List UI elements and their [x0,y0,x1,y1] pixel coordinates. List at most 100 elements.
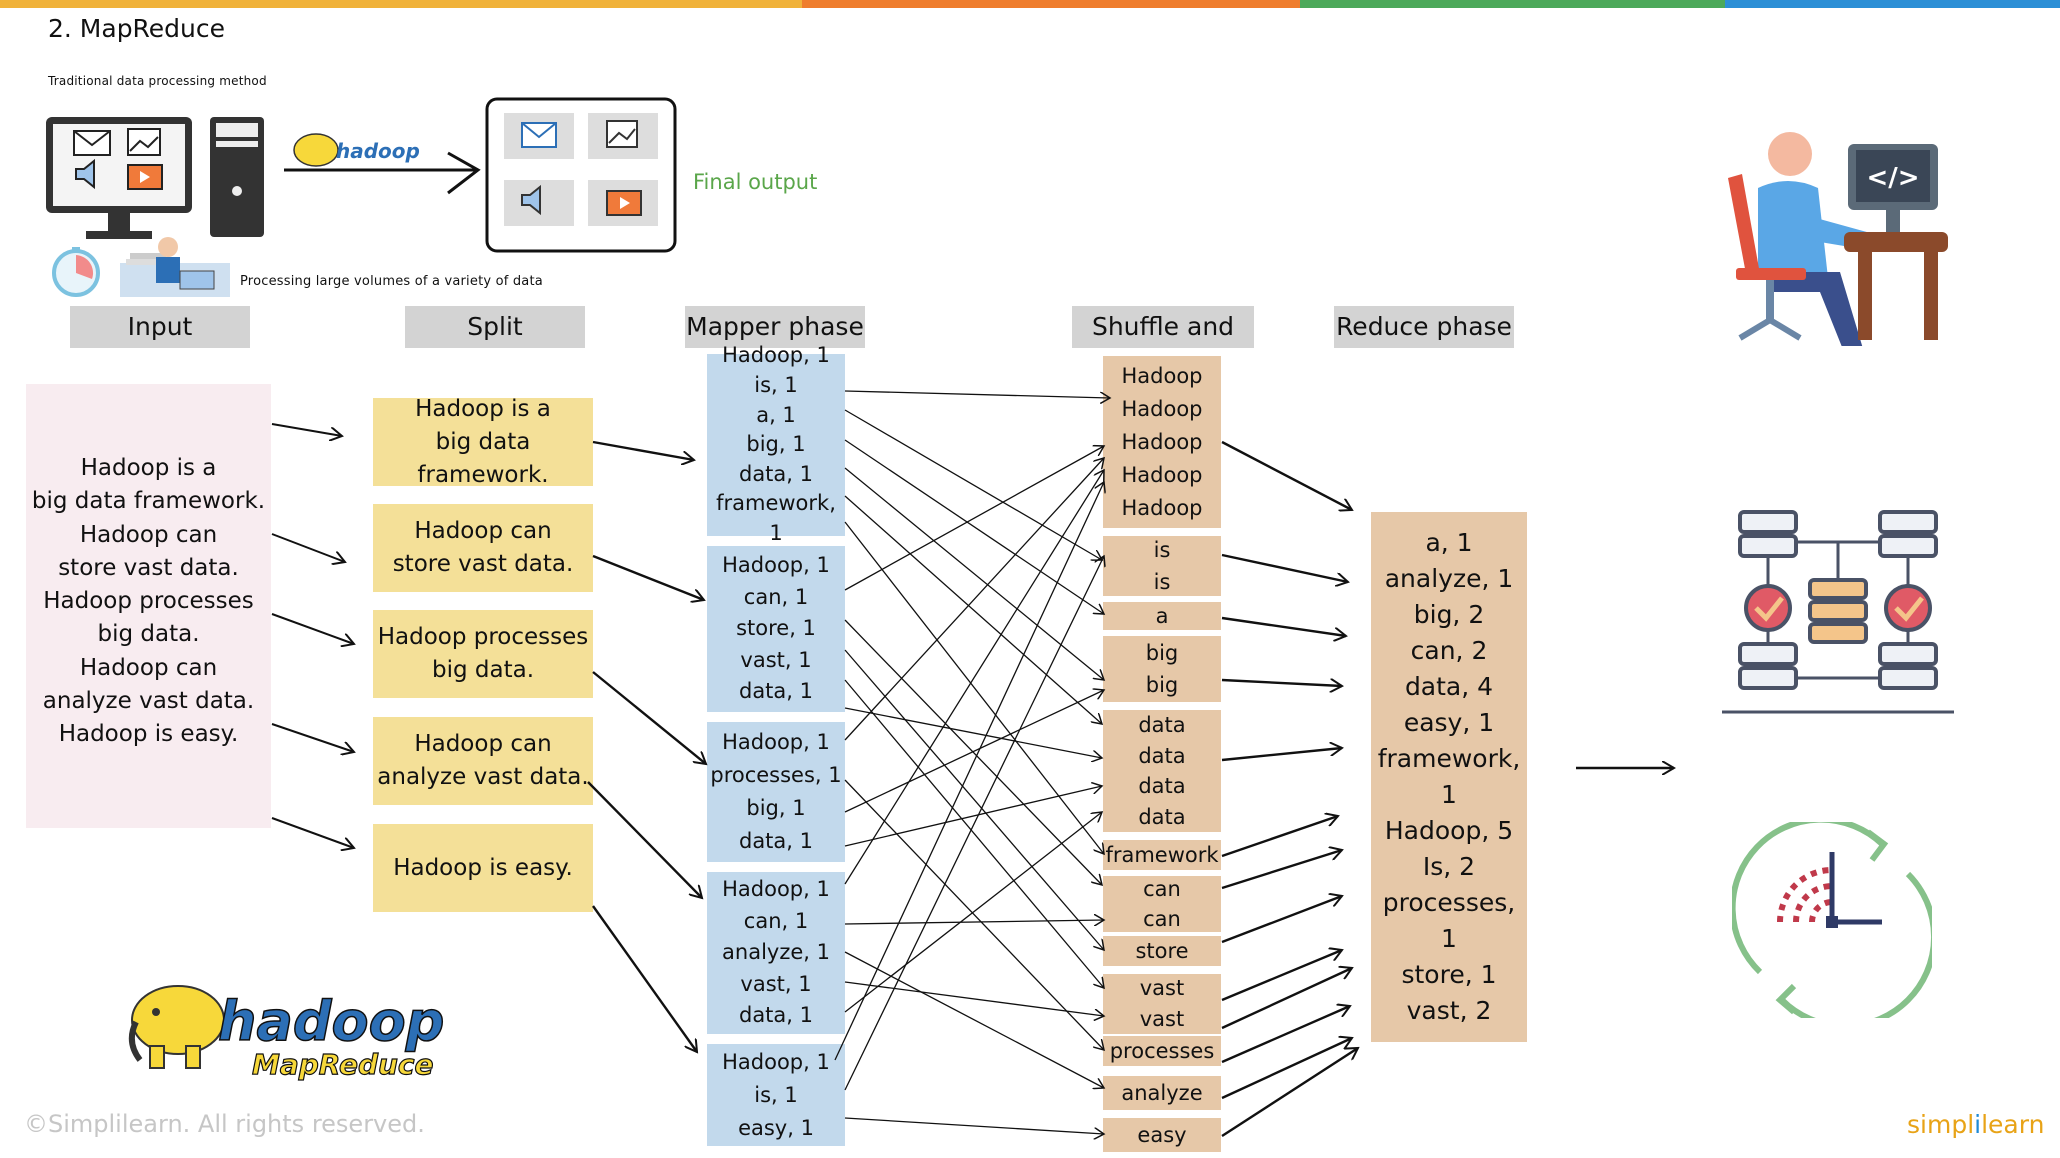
top-bar-green [1300,0,1725,8]
shuffle-line: processes [1109,1039,1215,1063]
header-split: Split [405,306,585,348]
mapper-block: Hadoop, 1 can, 1 analyze, 1 vast, 1 data… [707,872,845,1034]
split-line: Hadoop is a [415,395,551,422]
input-line: big data. [97,621,200,648]
split-block: Hadoop can store vast data. [373,504,593,592]
input-line: Hadoop is easy. [58,721,239,748]
input-line: big data framework. [31,488,266,515]
mapper-line: vast, 1 [740,971,812,996]
shuffle-line: Hadoop [1121,363,1203,388]
mapper-line: can, 1 [743,584,809,609]
mapper-line: Hadoop, 1 [722,553,830,578]
hadoop-small-logo: hadoop [293,133,420,167]
simplilearn-logo: simplilearn [1907,1110,2044,1139]
stopwatch-icon [52,247,100,297]
traditional-label: Traditional data processing method [48,74,267,88]
shuffle-line: Hadoop [1121,429,1203,454]
mapper-line: analyze, 1 [722,940,830,965]
mapper-line: Hadoop, 1 [722,1049,830,1074]
shuffle-line: big [1145,673,1179,697]
shuffle-line: analyze [1121,1081,1203,1105]
reduce-line: processes, 1 [1382,888,1516,953]
shuffle-line: data [1138,743,1186,768]
clock-refresh-icon [1732,822,1932,1018]
input-line: Hadoop can [79,654,218,681]
top-bar-orange [0,0,802,8]
shuffle-line: data [1138,774,1186,798]
top-bar-blue [1725,0,2060,8]
mapper-block: Hadoop, 1 is, 1 easy, 1 [707,1044,845,1146]
shuffle-block: processes [1103,1036,1221,1066]
shuffle-line: can [1143,877,1181,901]
split-line: big data framework. [417,428,549,488]
input-line: Hadoop can [79,521,218,548]
mapper-line: framework, 1 [716,491,836,545]
mapper-line: is, 1 [754,1082,798,1107]
input-line: analyze vast data. [42,688,255,715]
split-line: Hadoop is easy. [393,854,573,881]
reduce-line: easy, 1 [1403,708,1495,737]
shuffle-block: store [1103,936,1221,966]
top-bar-red [802,0,1300,8]
person-at-desk-icon [120,237,230,297]
shuffle-block: analyze [1103,1076,1221,1110]
mapper-line: data, 1 [738,1003,813,1028]
shuffle-line: is [1153,538,1171,562]
server-network-icon [1722,510,1954,714]
mapper-line: data, 1 [738,829,813,853]
reduce-line: Is, 2 [1422,852,1476,881]
split-block: Hadoop can analyze vast data. [373,717,593,805]
brand-part: learn [1981,1110,2045,1139]
mapper-line: is, 1 [754,373,798,398]
reduce-line: framework, 1 [1377,744,1521,809]
mapper-line: easy, 1 [738,1115,814,1140]
shuffle-block: big big [1103,636,1221,702]
shuffle-to-reduce-arrows [1221,440,1358,1138]
header-reduce: Reduce phase [1334,306,1514,348]
split-line: big data. [431,657,535,683]
reduce-line: data, 4 [1404,672,1494,701]
mapper-line: Hadoop, 1 [722,730,830,754]
tower-pc-icon [210,117,264,237]
split-line: store vast data. [392,551,574,577]
mapper-line: data, 1 [738,461,813,486]
input-block: Hadoop is a big data framework. Hadoop c… [26,384,271,828]
shuffle-block: data data data data [1103,710,1221,832]
input-line: Hadoop is a [80,455,217,481]
shuffle-block: is is [1103,536,1221,596]
mapper-line: data, 1 [738,679,813,704]
reduce-line: can, 2 [1410,636,1488,665]
mapper-block: Hadoop, 1 processes, 1 big, 1 data, 1 [707,722,845,862]
mapper-line: Hadoop, 1 [722,877,830,902]
slide-title: 2. MapReduce [48,14,226,43]
reduce-line: vast, 2 [1406,996,1492,1025]
mapper-line: processes, 1 [710,763,842,787]
brand-part: simpl [1907,1110,1975,1139]
reduce-line: store, 1 [1401,960,1497,989]
svg-text:MapReduce: MapReduce [252,1048,434,1081]
reduce-line: Hadoop, 5 [1384,816,1514,845]
mapper-block: Hadoop, 1 can, 1 store, 1 vast, 1 data, … [707,546,845,712]
reduce-block: a, 1 analyze, 1 big, 2 can, 2 data, 4 ea… [1371,512,1527,1042]
hadoop-mapreduce-logo: hadoop MapReduce [128,985,445,1082]
shuffle-line: easy [1137,1123,1187,1147]
split-to-mapper-arrows [587,440,706,1052]
mapper-line: vast, 1 [740,647,812,672]
svg-text:hadoop: hadoop [336,139,420,163]
shuffle-line: data [1138,804,1186,829]
split-line: Hadoop processes [377,624,589,650]
split-line: Hadoop can [414,731,552,757]
split-block: Hadoop is a big data framework. [373,396,593,488]
shuffle-block: framework [1103,840,1221,870]
shuffle-line: can [1143,907,1181,931]
shuffle-block: vast vast [1103,974,1221,1034]
monitor-icon [46,117,192,239]
input-to-split-arrows [271,423,354,848]
final-output-box [485,97,677,253]
split-line: Hadoop can [414,518,552,544]
svg-text:</>: </> [1866,163,1919,193]
shuffle-block: easy [1103,1118,1221,1152]
reduce-line: a, 1 [1425,528,1473,557]
split-block: Hadoop is easy. [373,824,593,912]
